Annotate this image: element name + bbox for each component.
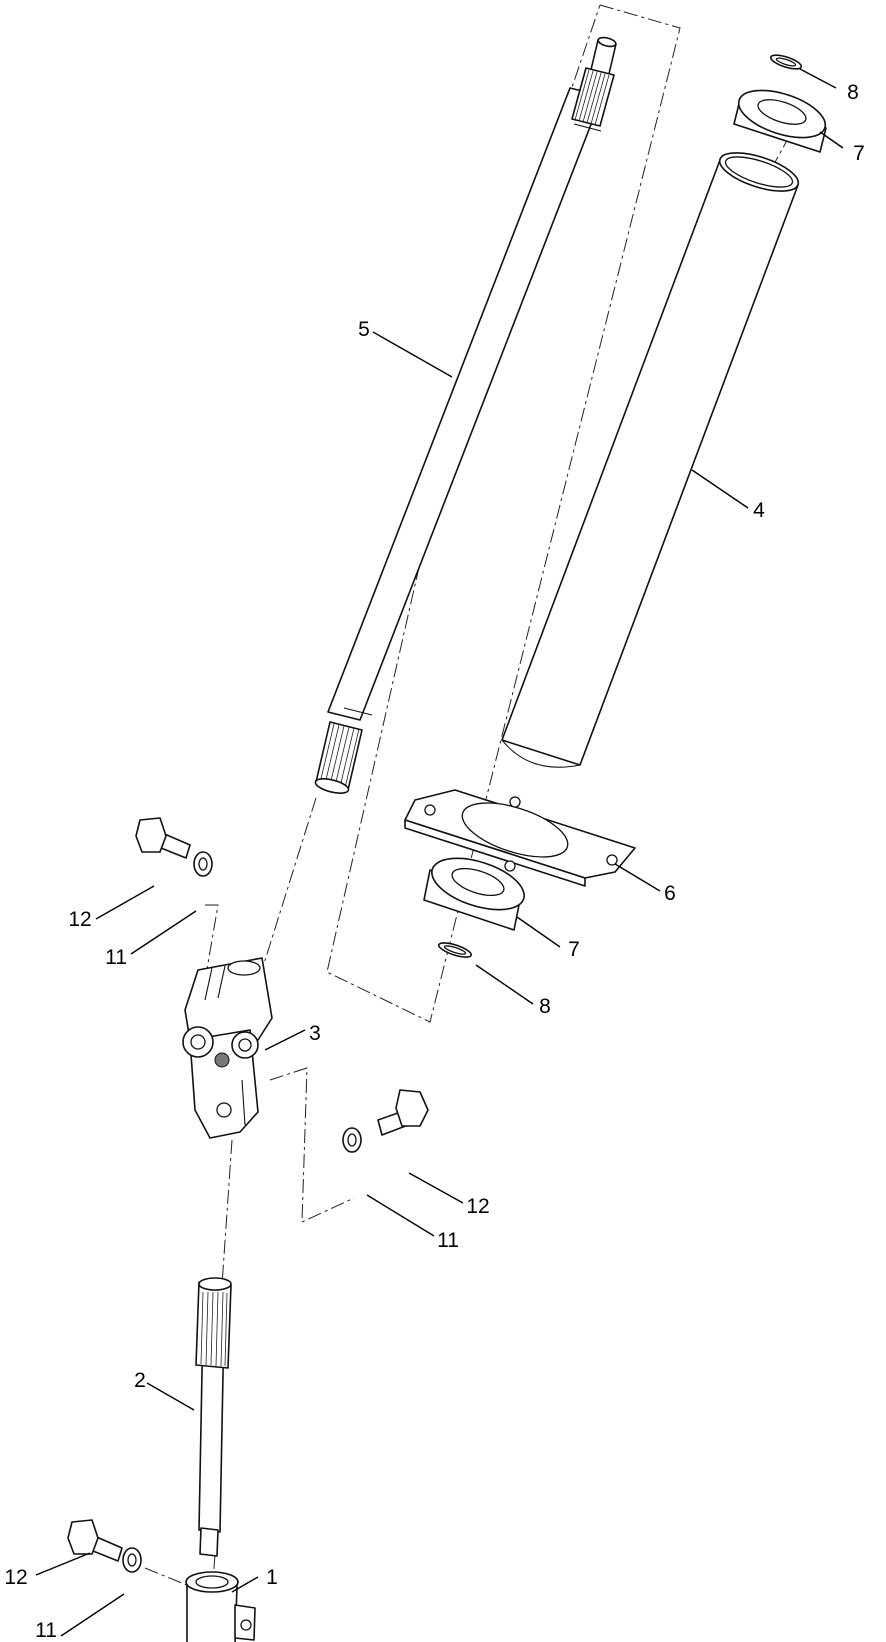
callout-5: 5 — [358, 318, 370, 341]
flange-center-hole — [461, 802, 569, 858]
part-11-washer-upper-left — [193, 851, 213, 877]
part-7-bearing-bottom — [423, 857, 525, 931]
leader-1 — [231, 1576, 259, 1593]
leader-11b — [366, 1194, 435, 1237]
leader-7a — [819, 131, 844, 149]
leader-12c — [35, 1552, 91, 1576]
washer-ul-hole — [198, 857, 208, 871]
callout-6: 6 — [664, 882, 676, 905]
tube-body — [501, 159, 799, 766]
yoke-bore — [195, 1575, 229, 1589]
part-8-retaining-ring-top — [769, 54, 803, 70]
upper-spline-knurl — [574, 69, 610, 126]
center-line-left-bolt — [205, 904, 219, 976]
part-12-bolt-right — [377, 1089, 429, 1136]
part-11-washer-right — [342, 1127, 362, 1153]
part-7-bearing-top — [733, 89, 827, 153]
callout-12-right: 12 — [466, 1195, 489, 1218]
leader-3 — [264, 1029, 306, 1051]
bearing-top-bore — [757, 99, 807, 125]
yoke-ear-hole — [240, 1619, 252, 1631]
part-2-lower-shaft — [195, 1277, 232, 1557]
callout-7-bottom: 7 — [568, 938, 580, 961]
flange-bolt-hole-bottom — [504, 860, 516, 872]
flange-bolt-hole-right — [606, 854, 618, 866]
shaft-upper-spline — [571, 67, 615, 127]
center-line-upper-loop — [326, 4, 681, 1023]
callout-3: 3 — [309, 1022, 321, 1045]
part-8-retaining-ring-bottom — [437, 942, 473, 958]
leader-7b — [516, 916, 561, 948]
leader-12a — [95, 885, 155, 920]
washer-r-hole — [347, 1133, 357, 1147]
u-joint-cross-left-hole — [190, 1034, 206, 1050]
part-1-yoke — [185, 1571, 256, 1642]
bolt-ul-head — [135, 817, 167, 853]
washer-ll-hole — [127, 1553, 137, 1567]
tube-top-inner — [724, 156, 794, 188]
center-line-lower-bolt — [144, 1567, 195, 1589]
u-joint-center — [214, 1052, 230, 1068]
lower-shaft-knurl — [200, 1291, 228, 1367]
part-6-flange-plate — [404, 789, 636, 887]
shaft-groove-bottom — [343, 707, 373, 716]
callout-8-bottom: 8 — [539, 995, 551, 1018]
callout-4: 4 — [753, 499, 765, 522]
ring-top-inner — [775, 57, 797, 67]
leader-11a — [130, 910, 197, 955]
shaft-groove-top — [573, 123, 602, 132]
leader-lines — [35, 68, 844, 1637]
callout-labels: 1 2 3 4 5 6 7 7 8 8 11 11 11 12 12 12 — [4, 81, 865, 1642]
center-line-shaft-to-joint — [261, 797, 317, 971]
callout-12-lower: 12 — [4, 1566, 27, 1589]
tube-bottom-edge — [501, 739, 581, 768]
u-joint-slot — [204, 965, 226, 1001]
leader-6 — [614, 863, 661, 892]
u-joint-lower-hole — [216, 1102, 232, 1118]
callout-7-top: 7 — [853, 142, 865, 165]
ring-bottom-inner — [443, 945, 467, 955]
part-12-bolt-lower-left — [67, 1519, 123, 1562]
callout-11-right: 11 — [437, 1229, 459, 1252]
leader-5 — [372, 331, 453, 378]
leader-8a — [799, 68, 837, 89]
callout-11-lower: 11 — [35, 1619, 57, 1642]
part-3-universal-joint — [182, 957, 273, 1139]
part-12-bolt-upper-left — [135, 817, 191, 859]
part-5-steering-shaft — [314, 36, 617, 794]
callout-11-upper: 11 — [105, 946, 127, 969]
leader-11c — [60, 1593, 125, 1637]
bearing-bottom-bore — [451, 867, 505, 897]
center-line-joint-to-lower-shaft — [221, 1139, 233, 1286]
flange-bolt-hole-left — [424, 804, 436, 816]
leader-4 — [691, 469, 749, 509]
leader-8b — [475, 964, 534, 1005]
bolt-r-head — [395, 1089, 429, 1127]
flange-bolt-hole-top — [509, 796, 521, 808]
lower-spline-knurl — [319, 723, 360, 789]
bolt-ll-head — [67, 1519, 99, 1555]
u-joint-lower-slot — [241, 1079, 246, 1126]
u-joint-cross-right-hole — [238, 1038, 252, 1052]
callout-8-top: 8 — [847, 81, 859, 104]
u-joint-upper-bore — [227, 960, 261, 976]
leader-2 — [146, 1382, 195, 1411]
flange-plate-edge — [404, 819, 586, 887]
callout-12-upper: 12 — [68, 908, 91, 931]
lower-shaft-tip — [199, 1527, 219, 1557]
lower-spline-end — [314, 778, 350, 794]
callout-1: 1 — [266, 1566, 278, 1589]
center-line-right-bolt — [269, 1067, 355, 1223]
shaft-tip-end — [597, 36, 617, 48]
part-4-column-tube — [501, 152, 800, 768]
part-11-washer-lower-left — [122, 1547, 142, 1573]
callout-2: 2 — [134, 1369, 146, 1392]
leader-12b — [408, 1172, 464, 1204]
lower-shaft-spline-end — [198, 1277, 232, 1291]
